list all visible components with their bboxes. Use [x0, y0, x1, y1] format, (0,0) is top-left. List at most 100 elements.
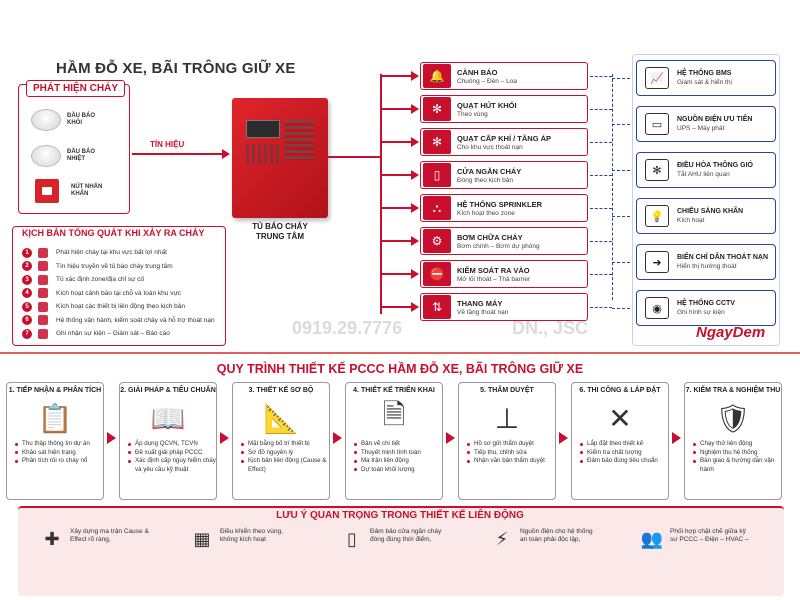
system-title: BIỂN CHỈ DẪN THOÁT NẠN	[677, 254, 768, 261]
detect-item-heat: ĐẦU BÁO NHIỆT	[31, 145, 107, 167]
panel-screen	[246, 120, 280, 138]
detection-tag: PHÁT HIỆN CHÁY	[26, 80, 126, 97]
process-step-item: Xác định cấp nguy hiểm cháy và yêu cầu k…	[128, 457, 216, 474]
process-step-title: 1. TIẾP NHẬN & PHÂN TÍCH	[8, 387, 102, 394]
function-connector	[381, 174, 412, 176]
process-arrow	[672, 432, 681, 444]
tools-icon: ✕	[608, 402, 632, 434]
process-step-title: 7. KIỂM TRA & NGHIỆM THU	[685, 387, 781, 394]
panel-keys	[284, 120, 314, 160]
function-dash-link	[590, 241, 612, 242]
blueprint-icon: 🗎	[382, 399, 406, 430]
scenario-step-text: Tín hiệu truyền về tủ báo cháy trung tâm	[56, 262, 173, 270]
scenario-title: KỊCH BẢN TỔNG QUÁT KHI XẢY RA CHÁY	[22, 228, 205, 238]
supply-fan-icon: ✻	[423, 130, 451, 154]
process-arrow	[446, 432, 455, 444]
function-subtitle: Bơm chính – Bơm dự phòng	[457, 242, 540, 250]
function-subtitle: Chuông – Đèn – Loa	[457, 77, 517, 85]
section-divider	[0, 352, 800, 354]
puzzle-icon: ✚	[44, 528, 60, 549]
scenario-step-icon	[38, 247, 48, 258]
sprinkler-icon: ⛬	[423, 196, 451, 220]
call-point-icon	[35, 179, 59, 203]
signal-arrowhead	[222, 149, 230, 159]
note-text: Phối hợp chặt chẽ giữa kỹ sư PCCC – Điện…	[670, 528, 749, 543]
detection-panel: ĐẦU BÁO KHÓI ĐẦU BÁO NHIỆT NÚT NHẤN KHẨN	[18, 84, 130, 214]
function-arrowhead	[411, 137, 419, 147]
page-title: HẦM ĐỖ XE, BÃI TRÔNG GIỮ XE	[56, 60, 296, 77]
function-arrowhead	[411, 104, 419, 114]
function-arrowhead	[411, 269, 419, 279]
process-step-item: Thu thập thông tin dự án	[15, 440, 103, 449]
function-subtitle: Kích hoạt theo zone	[457, 209, 515, 217]
process-arrow	[559, 432, 568, 444]
function-connector	[381, 306, 412, 308]
function-connector	[381, 141, 412, 143]
scenario-step-number: 6	[22, 315, 32, 325]
scenario-step-number: 3	[22, 274, 32, 285]
function-connector	[381, 75, 412, 77]
exhaust-fan-icon: ✻	[423, 97, 451, 121]
process-step-item: Thuyết minh tính toán	[354, 449, 442, 458]
process-step-item: Mặt bằng bố trí thiết bị	[241, 440, 329, 449]
notes-title: LƯU Ý QUAN TRỌNG TRONG THIẾT KẾ LIÊN ĐỘN…	[276, 510, 524, 521]
elevator-icon: ⇅	[423, 295, 451, 319]
function-subtitle: Cho khu vực thoát nạn	[457, 143, 523, 151]
note-item: ▯Đảm bảo cửa ngăn cháy đóng đúng thời đi…	[340, 528, 450, 550]
process-step-item: Tiếp thu, chỉnh sửa	[467, 449, 555, 458]
system-dash-link	[612, 170, 630, 171]
systems-dash-vertical	[612, 74, 613, 300]
function-title: HỆ THỐNG SPRINKLER	[457, 199, 543, 209]
compass-icon: 📐	[263, 402, 299, 434]
system-subtitle: Ghi hình sự kiện	[677, 309, 725, 316]
scenario-panel	[12, 226, 226, 346]
function-connector	[381, 240, 412, 242]
system-dash-link	[612, 308, 630, 309]
grid-icon: ▦	[193, 528, 211, 549]
function-subtitle: Mở lối thoát – Thả barrier	[457, 275, 531, 283]
system-dash-link	[612, 262, 630, 263]
door-icon: ▯	[347, 528, 357, 549]
function-arrowhead	[411, 302, 419, 312]
process-step-title: 4. THIẾT KẾ TRIỂN KHAI	[353, 387, 435, 394]
scenario-step-number: 7	[22, 328, 32, 339]
process-step-item: Khảo sát hiện trạng	[15, 449, 103, 458]
function-subtitle: Đóng theo kịch bản	[457, 176, 514, 184]
process-title: QUY TRÌNH THIẾT KẾ PCCC HẦM ĐỖ XE, BÃI T…	[216, 362, 584, 376]
function-dash-link	[590, 175, 612, 176]
panel-bus-line	[328, 156, 380, 158]
lightning-icon: ⚡	[495, 528, 509, 549]
process-arrow	[333, 432, 342, 444]
detect-label: ĐẦU BÁO KHÓI	[67, 113, 95, 126]
process-step-item: Kiểm tra chất lượng	[580, 449, 668, 458]
process-step-item: Ma trận liên động	[354, 457, 442, 466]
process-step-item: Bàn giao & hướng dẫn vận hành	[693, 457, 781, 474]
process-step-item: Đảm bảo đúng tiêu chuẩn	[580, 457, 668, 466]
alarm-bell-icon: 🔔	[423, 64, 451, 88]
function-title: BƠM CHỮA CHÁY	[457, 232, 523, 242]
scenario-step-text: Kích hoạt cảnh báo tại chỗ và toàn khu v…	[56, 289, 182, 297]
function-title: QUẠT CẤP KHÍ / TĂNG ÁP	[457, 133, 552, 143]
process-arrow	[220, 432, 229, 444]
process-step-title: 6. THI CÔNG & LẮP ĐẶT	[579, 387, 661, 394]
stamp-icon: ⊥	[494, 402, 520, 434]
hvac-icon: ✻	[645, 159, 669, 181]
fire-alarm-panel	[232, 98, 328, 218]
process-step-item: Bản vẽ chi tiết	[354, 440, 442, 449]
signal-arrow-line	[132, 153, 224, 155]
